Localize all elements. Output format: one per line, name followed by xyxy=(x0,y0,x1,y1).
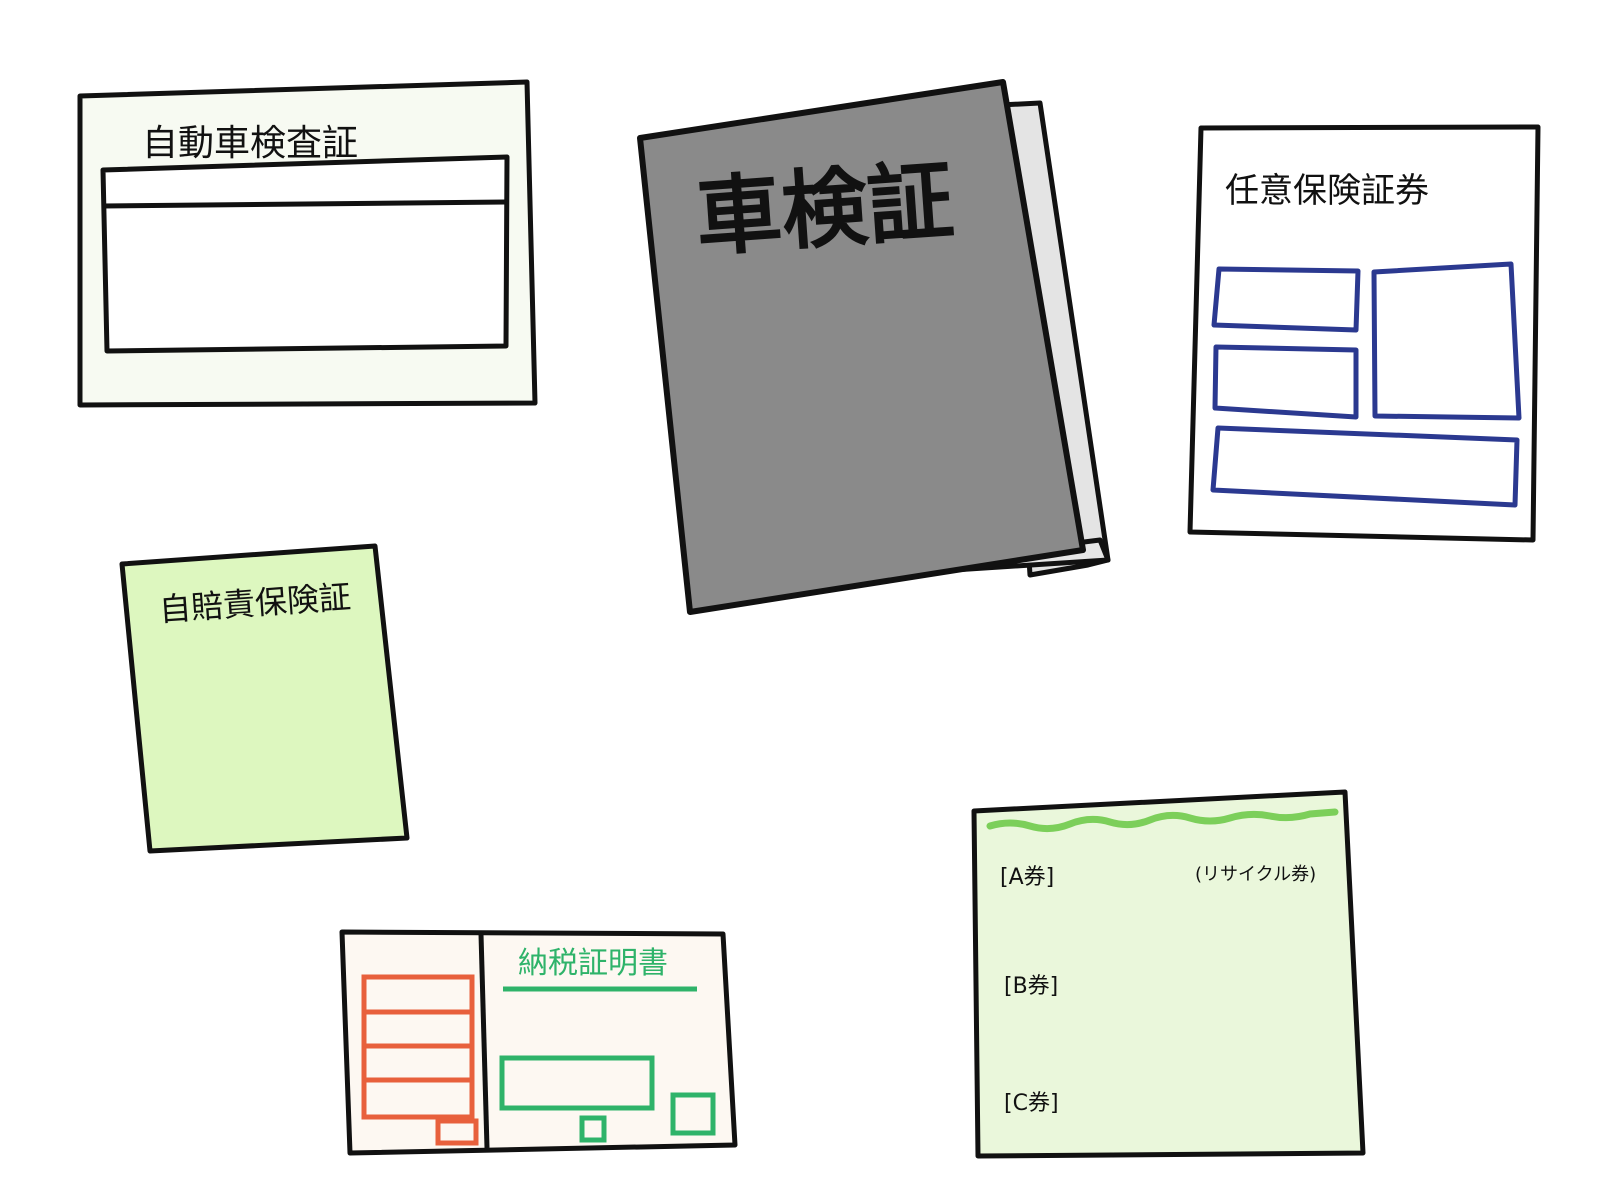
recycle-c-label: [C券] xyxy=(1004,1091,1059,1116)
recycle-a-label: [A券] xyxy=(1000,865,1054,890)
compulsory-insurance-certificate: 自賠責保険証 xyxy=(119,543,410,854)
recycle-ticket-subtitle: (リサイクル券) xyxy=(1195,864,1316,885)
certificate-header-divider xyxy=(102,199,507,209)
tax-payment-certificate: 納税証明書 xyxy=(339,929,738,1156)
booklet-title: 車検証 xyxy=(692,151,956,269)
recycle-ticket-stripe xyxy=(986,808,1339,833)
inspection-certificate-card: 自動車検査証 xyxy=(77,79,538,408)
insurance-box-4 xyxy=(1210,425,1520,508)
insurance-box-3 xyxy=(1212,344,1359,420)
certificate-data-box xyxy=(100,154,510,354)
tax-amount-box xyxy=(499,1055,655,1111)
recycle-b-label: [B券] xyxy=(1004,974,1058,999)
booklet-cover xyxy=(637,79,1086,615)
tax-stub-small-box xyxy=(435,1118,479,1146)
insurance-box-1 xyxy=(1211,266,1361,333)
inspection-certificate-title: 自動車検査証 xyxy=(142,123,358,164)
shaken-booklet: 車検証 xyxy=(637,79,1111,615)
tax-small-box-1 xyxy=(579,1115,607,1143)
tax-certificate-perforation xyxy=(478,933,490,1149)
voluntary-insurance-title: 任意保険証券 xyxy=(1225,171,1429,211)
insurance-box-2 xyxy=(1371,261,1522,421)
voluntary-insurance-policy: 任意保険証券 xyxy=(1187,124,1541,543)
tax-certificate-title: 納税証明書 xyxy=(518,946,668,981)
recycle-ticket: [A券] (リサイクル券) [B券] [C券] xyxy=(971,789,1366,1159)
tax-stamp-box xyxy=(670,1092,716,1136)
